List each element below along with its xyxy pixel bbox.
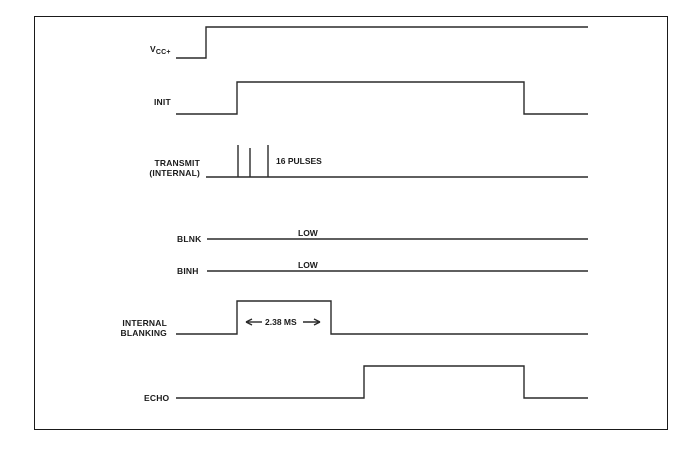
init-label: INIT xyxy=(154,97,171,107)
vcc-label: VCC+ xyxy=(150,44,171,58)
blnk-label: BLNK xyxy=(177,234,202,244)
blanking-duration-annotation: 2.38 MS xyxy=(265,317,297,327)
internal-blanking-label-line2: BLANKING xyxy=(120,328,167,338)
transmit-label-line1: TRANSMIT xyxy=(154,158,200,168)
binh-label: BINH xyxy=(177,266,199,276)
blnk-level-annotation: LOW xyxy=(298,228,318,238)
vcc-label-main: V xyxy=(150,44,156,54)
transmit-label: TRANSMIT (INTERNAL) xyxy=(120,158,200,178)
init-waveform xyxy=(176,81,588,115)
pulses-annotation: 16 PULSES xyxy=(276,156,322,166)
internal-blanking-waveform xyxy=(176,300,588,335)
blanking-duration-arrow xyxy=(245,318,321,326)
echo-label: ECHO xyxy=(144,393,170,403)
binh-level-annotation: LOW xyxy=(298,260,318,270)
diagram-frame xyxy=(34,16,668,430)
transmit-waveform xyxy=(206,145,588,178)
vcc-waveform xyxy=(176,26,588,59)
internal-blanking-label-line1: INTERNAL xyxy=(122,318,167,328)
vcc-label-sub: CC+ xyxy=(155,49,171,56)
echo-waveform xyxy=(176,365,588,399)
transmit-label-line2: (INTERNAL) xyxy=(149,168,200,178)
internal-blanking-label: INTERNAL BLANKING xyxy=(96,318,167,338)
